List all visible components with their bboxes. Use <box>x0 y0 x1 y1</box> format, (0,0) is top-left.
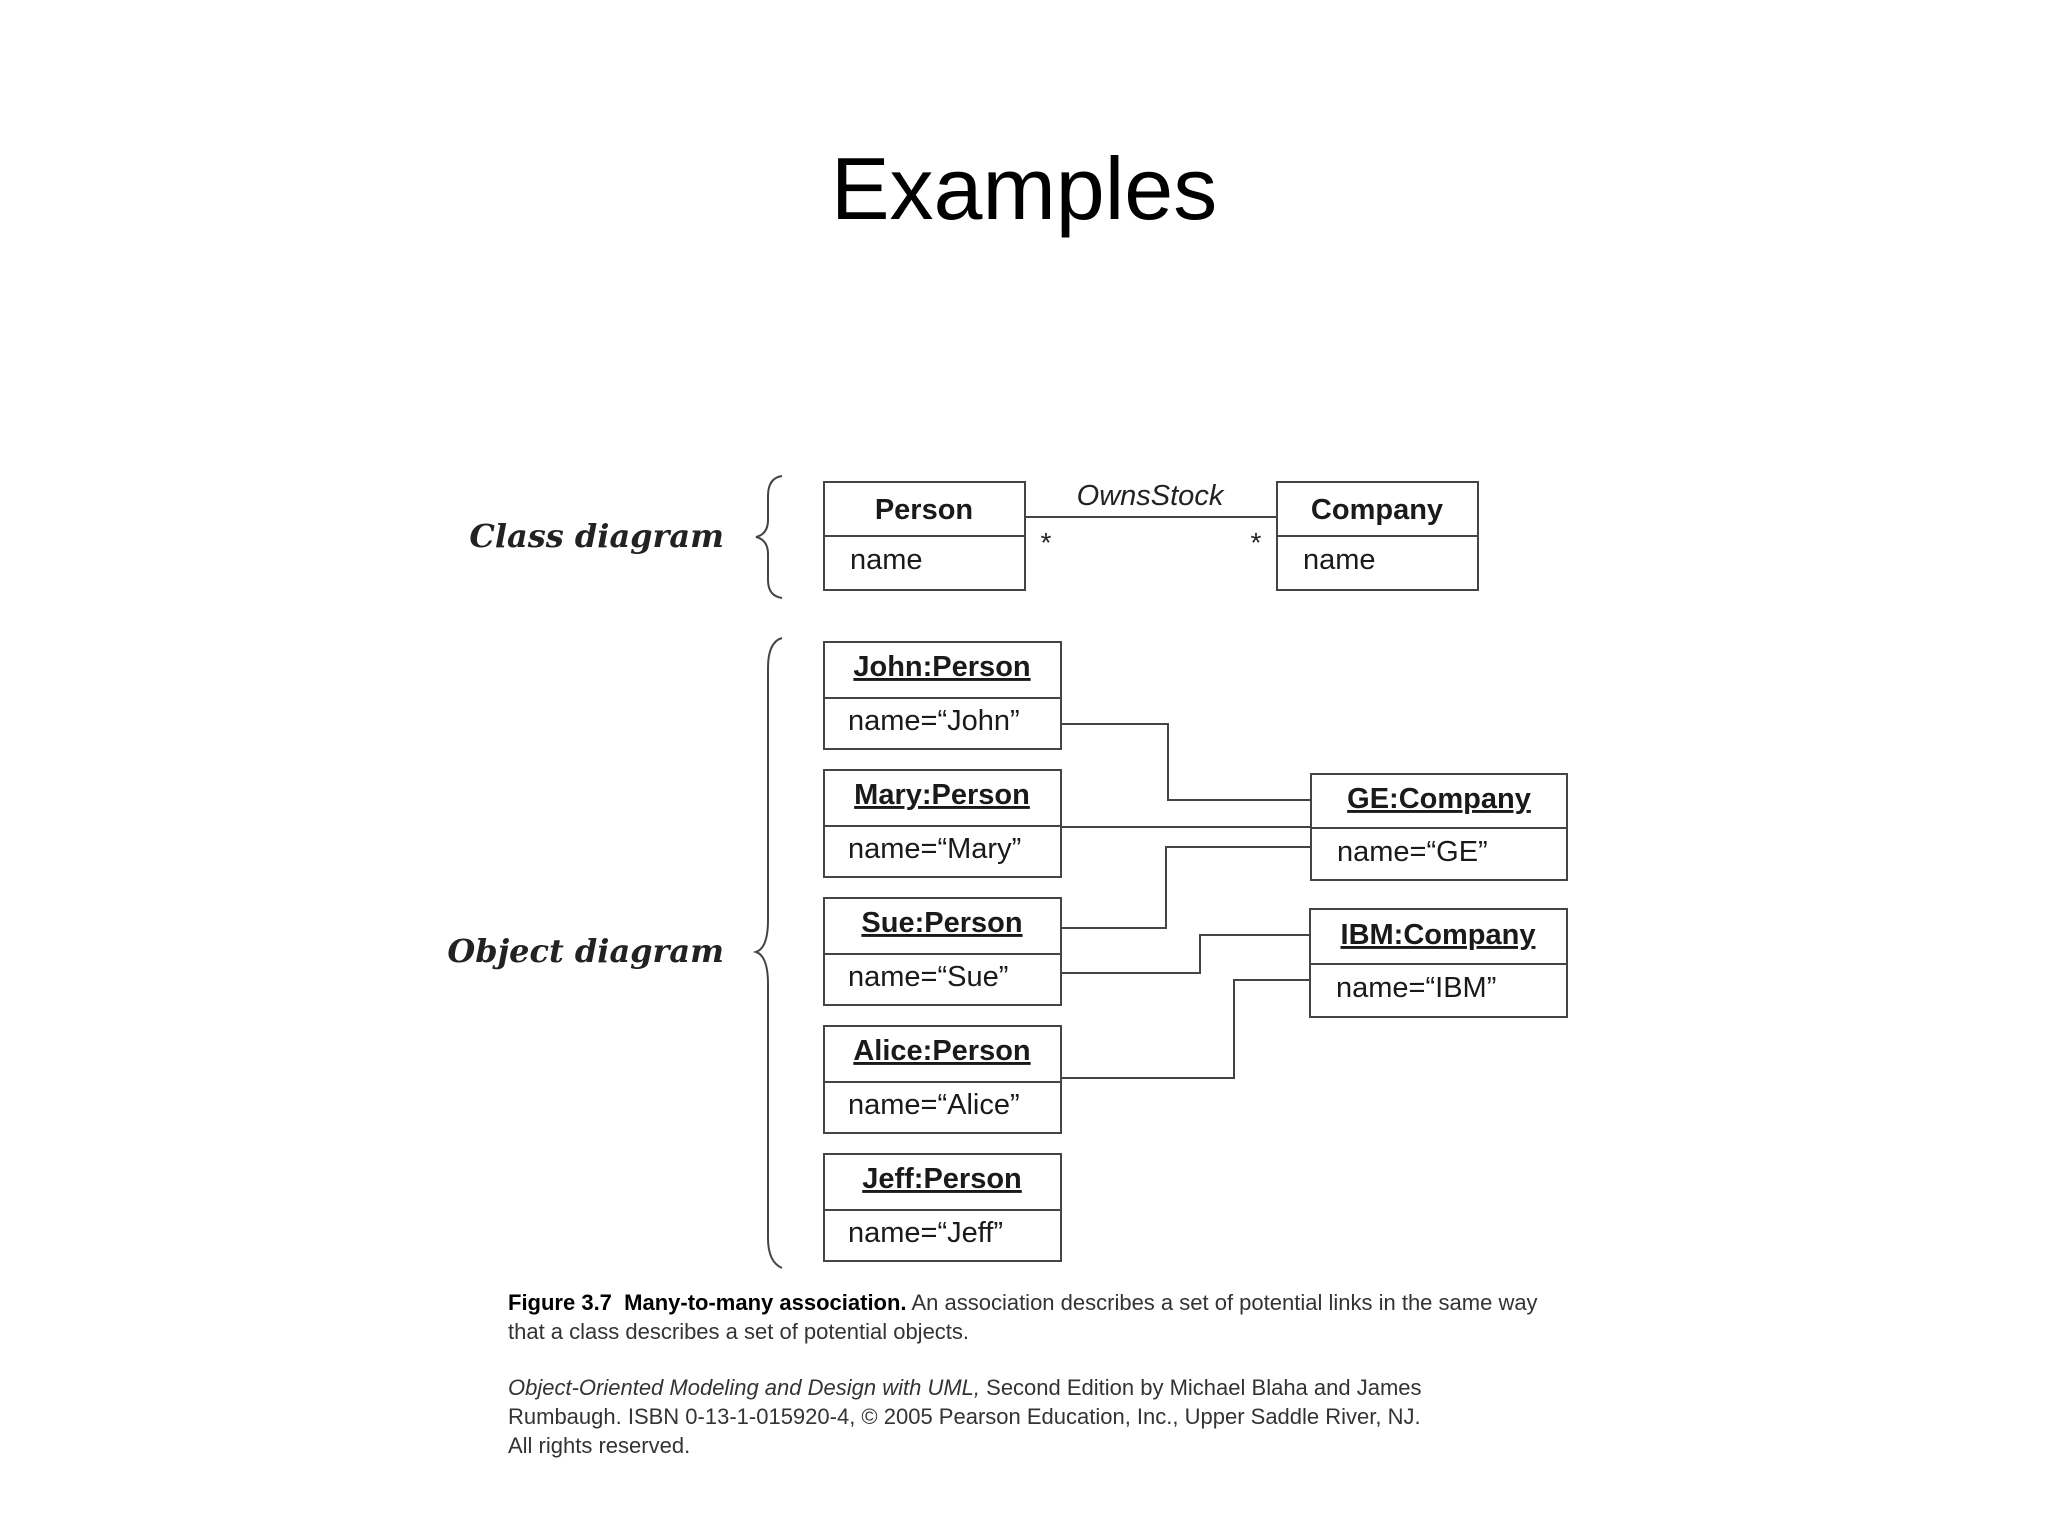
class-diagram-brace <box>755 475 783 599</box>
object-ge-company: GE:Company name=“GE” <box>1310 773 1568 881</box>
object-title: Alice:Person <box>853 1035 1030 1067</box>
object-ibm-company: IBM:Company name=“IBM” <box>1309 908 1568 1018</box>
object-alice-person: Alice:Person name=“Alice” <box>823 1025 1062 1134</box>
object-title: Jeff:Person <box>862 1163 1022 1195</box>
credit-text: Second Edition by Michael Blaha and Jame… <box>508 1375 1422 1458</box>
class-person: Person name <box>823 481 1026 591</box>
object-title: IBM:Company <box>1341 919 1536 951</box>
figure-heading: Many-to-many association. <box>624 1290 907 1315</box>
link-sue-ge <box>1061 846 1311 929</box>
figure-number: Figure 3.7 <box>508 1290 612 1315</box>
association-name: OwnsStock <box>1077 480 1225 512</box>
object-diagram-brace <box>752 637 783 1269</box>
object-title: Mary:Person <box>854 779 1030 811</box>
object-jeff-person: Jeff:Person name=“Jeff” <box>823 1153 1062 1262</box>
class-company-name: Company <box>1311 494 1443 526</box>
link-john-ge <box>1061 723 1311 801</box>
object-links <box>1061 723 1311 1079</box>
left-multiplicity: * <box>1041 527 1052 558</box>
class-diagram-label: Class diagram <box>469 517 724 555</box>
object-attribute: name=“Jeff” <box>848 1217 1003 1249</box>
link-alice-ibm <box>1061 979 1310 1079</box>
figure-caption: Figure 3.7 Many-to-many association. An … <box>508 1288 1568 1346</box>
class-person-name: Person <box>875 494 973 526</box>
class-company-attribute: name <box>1303 544 1376 576</box>
object-attribute: name=“GE” <box>1337 836 1488 868</box>
figure-text: An association describes a set of potent… <box>508 1290 1538 1344</box>
link-sue-ibm <box>1061 934 1310 974</box>
book-title: Object-Oriented Modeling and Design with… <box>508 1375 981 1400</box>
class-company: Company name <box>1276 481 1479 591</box>
object-title: Sue:Person <box>861 907 1022 939</box>
object-john-person: John:Person name=“John” <box>823 641 1062 750</box>
object-attribute: name=“IBM” <box>1336 972 1496 1004</box>
object-title: GE:Company <box>1347 783 1531 815</box>
object-title: John:Person <box>853 651 1030 683</box>
object-diagram-label: Object diagram <box>447 932 724 970</box>
object-mary-person: Mary:Person name=“Mary” <box>823 769 1062 878</box>
object-attribute: name=“Alice” <box>848 1089 1020 1121</box>
slide-title: Examples <box>830 139 1218 238</box>
class-person-attribute: name <box>850 544 923 576</box>
object-sue-person: Sue:Person name=“Sue” <box>823 897 1062 1006</box>
object-attribute: name=“Mary” <box>848 833 1021 865</box>
book-credit: Object-Oriented Modeling and Design with… <box>508 1373 1428 1460</box>
object-attribute: name=“Sue” <box>848 961 1008 993</box>
object-attribute: name=“John” <box>848 705 1020 737</box>
right-multiplicity: * <box>1251 527 1262 558</box>
